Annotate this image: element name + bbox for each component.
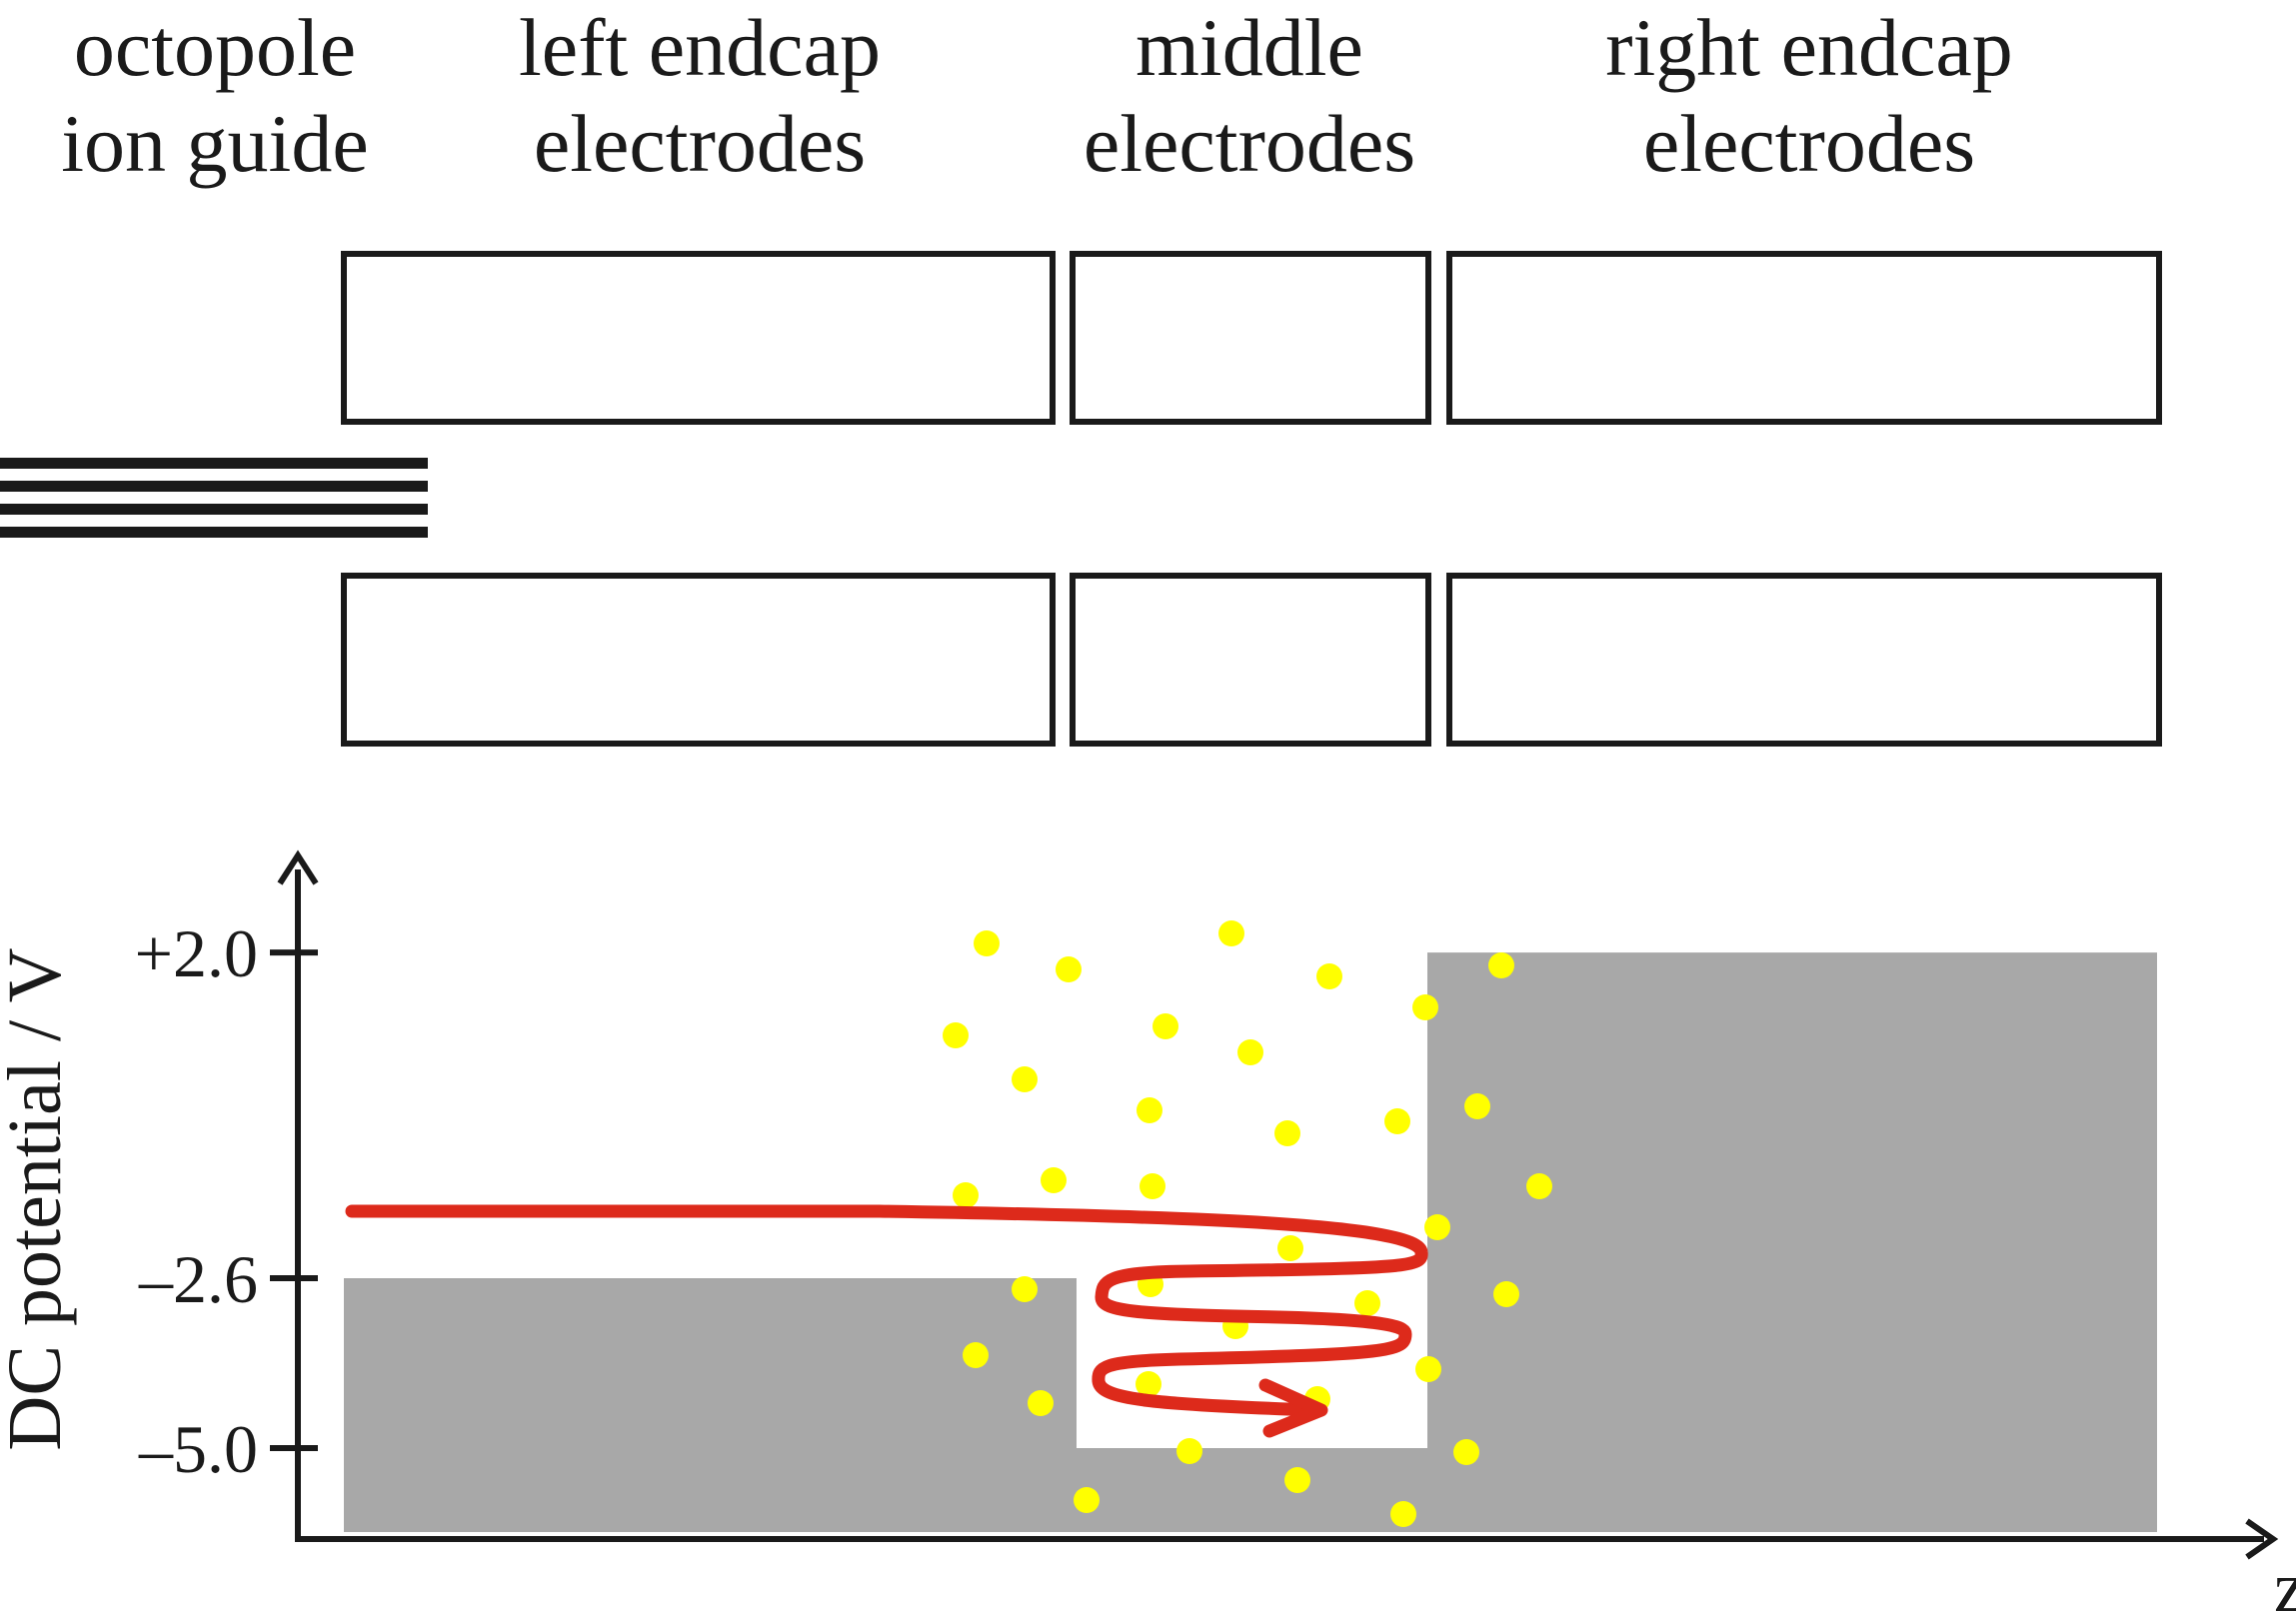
label-line: left endcap: [519, 2, 881, 93]
ion: [1041, 1167, 1067, 1193]
ion: [943, 1022, 969, 1048]
ion: [1390, 1501, 1416, 1527]
octopole-rod: [0, 527, 428, 538]
octopole-ion-guide-label: octopole ion guide: [15, 0, 415, 192]
ion: [1424, 1214, 1450, 1240]
x-axis-label: z: [2274, 1547, 2296, 1615]
ion: [1056, 956, 1082, 982]
ion: [1415, 1356, 1441, 1382]
left-endcap-electrode-top: [341, 251, 1056, 425]
right-endcap-electrode-bottom: [1446, 573, 2162, 747]
right-endcap-electrode-top: [1446, 251, 2162, 425]
y-tick-label: –5.0: [138, 1411, 258, 1487]
ion: [974, 930, 1000, 956]
octopole-rod: [0, 481, 428, 492]
label-line: electrodes: [1642, 98, 1976, 189]
ion: [1140, 1173, 1165, 1199]
ion: [1012, 1066, 1038, 1092]
ion: [1176, 1438, 1202, 1464]
ion: [1526, 1173, 1552, 1199]
ion-cloud: [943, 920, 1552, 1527]
ion: [1464, 1093, 1490, 1119]
label-line: right endcap: [1605, 2, 2013, 93]
ion: [1012, 1276, 1038, 1302]
label-line: ion guide: [61, 98, 369, 189]
ion: [1136, 1371, 1161, 1397]
ion: [1274, 1120, 1300, 1146]
ion-trajectory-arrowhead: [1258, 1378, 1328, 1438]
left-endcap-electrode-bottom: [341, 573, 1056, 747]
ion: [1316, 963, 1342, 989]
ion-trajectory: [345, 1204, 1428, 1417]
ion: [1284, 1467, 1310, 1493]
x-axis-arrowhead: [2245, 1518, 2279, 1560]
label-line: middle: [1136, 2, 1363, 93]
ion: [1028, 1390, 1054, 1416]
label-line: octopole: [73, 2, 357, 93]
potential-well-area: [344, 952, 2157, 1532]
octopole-rods: [0, 458, 428, 538]
ion: [1152, 1013, 1178, 1039]
ion: [1412, 994, 1438, 1020]
y-ticks: +2.0 –2.6 –5.0: [135, 915, 318, 1487]
ion: [963, 1342, 989, 1368]
octopole-rod: [0, 504, 428, 515]
ion: [1137, 1097, 1162, 1123]
y-axis-label: DC potential / V: [0, 947, 77, 1450]
ion: [1488, 952, 1514, 978]
label-line: electrodes: [1083, 98, 1416, 189]
y-tick-label: –2.6: [138, 1241, 258, 1317]
left-endcap-electrodes-label: left endcap electrodes: [440, 0, 960, 192]
electrodes-bottom: [341, 573, 2162, 747]
y-axis-arrowhead: [277, 849, 319, 885]
ion: [1074, 1487, 1100, 1513]
middle-electrode-top: [1070, 251, 1431, 425]
ion: [1384, 1108, 1410, 1134]
middle-electrodes-label: middle electrodes: [1000, 0, 1499, 192]
axes: [277, 849, 2279, 1560]
ion: [1354, 1290, 1380, 1316]
middle-electrode-bottom: [1070, 573, 1431, 747]
electrodes-top: [341, 251, 2162, 425]
label-line: electrodes: [533, 98, 867, 189]
ion: [1218, 920, 1244, 946]
ion: [1277, 1235, 1303, 1261]
octopole-rod: [0, 458, 428, 469]
ion: [1453, 1439, 1479, 1465]
y-tick-label: +2.0: [135, 915, 258, 991]
right-endcap-electrodes-label: right endcap electrodes: [1509, 0, 2109, 192]
ion: [1493, 1281, 1519, 1307]
ion: [1237, 1039, 1263, 1065]
ion: [953, 1182, 979, 1208]
